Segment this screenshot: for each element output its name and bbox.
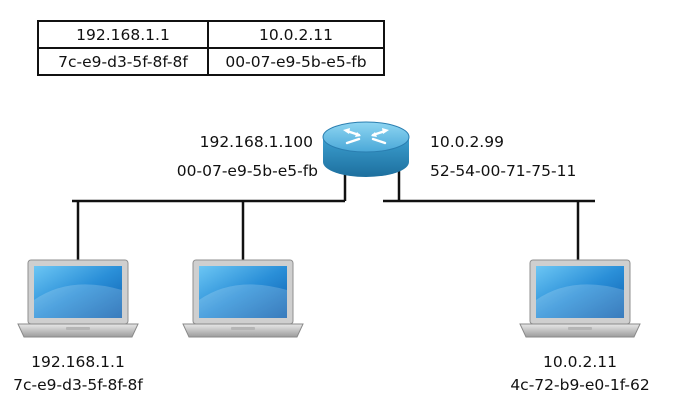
frame-dst-mac: 00-07-e9-5b-e5-fb [207,47,385,76]
host3-ip: 10.0.2.11 [543,353,617,371]
router-right-ip: 10.0.2.99 [430,133,504,151]
router-left-ip: 192.168.1.100 [199,133,313,151]
host1-ip: 192.168.1.1 [31,353,125,371]
host3-laptop-icon [519,259,641,338]
router-right-mac: 52-54-00-71-75-11 [430,162,577,180]
router-left-mac: 00-07-e9-5b-e5-fb [176,162,318,180]
host2-laptop-icon [182,259,304,338]
host3-mac: 4c-72-b9-e0-1f-62 [510,376,650,394]
frame-src-ip: 192.168.1.1 [37,20,209,49]
frame-mac-row: 7c-e9-d3-5f-8f-8f 00-07-e9-5b-e5-fb [37,47,385,76]
frame-src-mac: 7c-e9-d3-5f-8f-8f [37,47,209,76]
frame-header-table: 192.168.1.1 10.0.2.11 7c-e9-d3-5f-8f-8f … [37,20,385,76]
frame-ip-row: 192.168.1.1 10.0.2.11 [37,20,385,49]
right-lan [383,168,595,262]
left-lan [72,168,347,262]
host1-laptop-icon [17,259,139,338]
host1-mac: 7c-e9-d3-5f-8f-8f [13,376,143,394]
frame-dst-ip: 10.0.2.11 [207,20,385,49]
router-icon [322,121,410,177]
